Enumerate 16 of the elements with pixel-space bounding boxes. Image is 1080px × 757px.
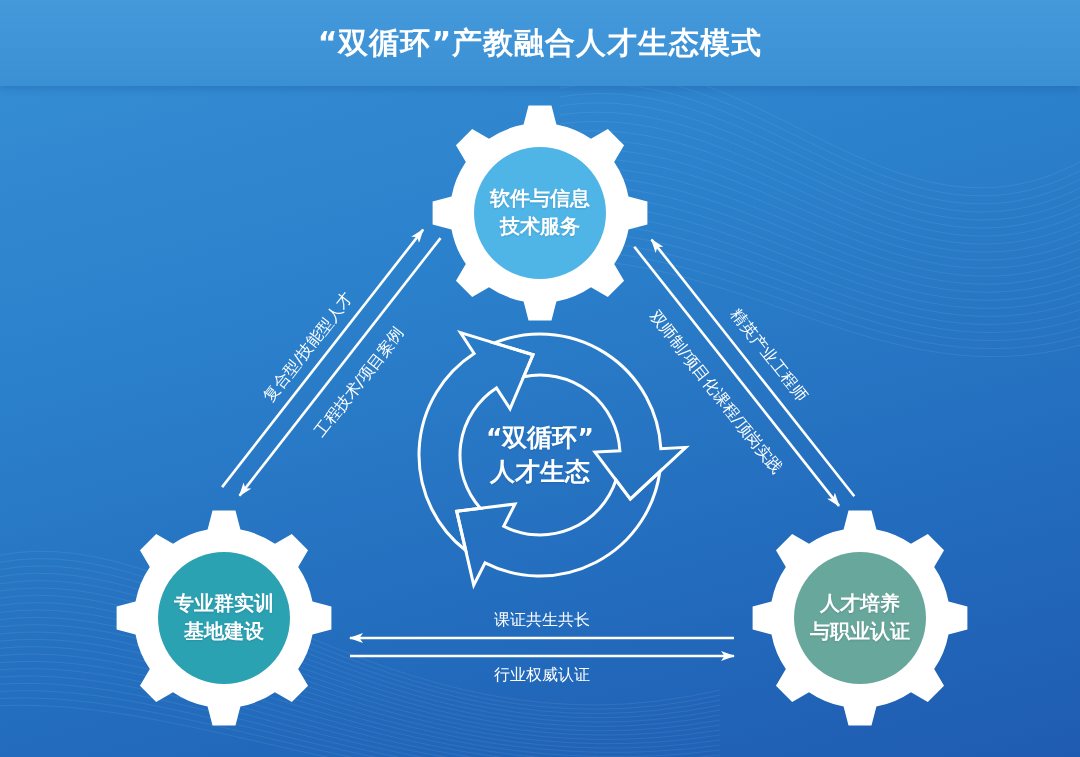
gear-label: 软件与信息技术服务 bbox=[490, 185, 590, 240]
gear-label: 专业群实训基地建设 bbox=[174, 590, 274, 645]
gear bbox=[114, 508, 334, 728]
edge-label: 行业权威认证 bbox=[494, 665, 590, 685]
title: “双循环”产教融合人才生态模式 bbox=[317, 25, 763, 61]
gear-label: 人才培养与职业认证 bbox=[810, 590, 910, 645]
arrow bbox=[633, 246, 841, 507]
gear bbox=[430, 103, 650, 323]
arrow bbox=[221, 228, 425, 488]
arrow bbox=[650, 238, 856, 498]
edge-label: 课证共生共长 bbox=[494, 610, 590, 630]
arrow bbox=[238, 237, 442, 497]
arrow bbox=[350, 651, 735, 661]
arrow bbox=[349, 633, 734, 643]
gear bbox=[750, 508, 970, 728]
cycle-label: “双循环”人才生态 bbox=[486, 421, 594, 488]
